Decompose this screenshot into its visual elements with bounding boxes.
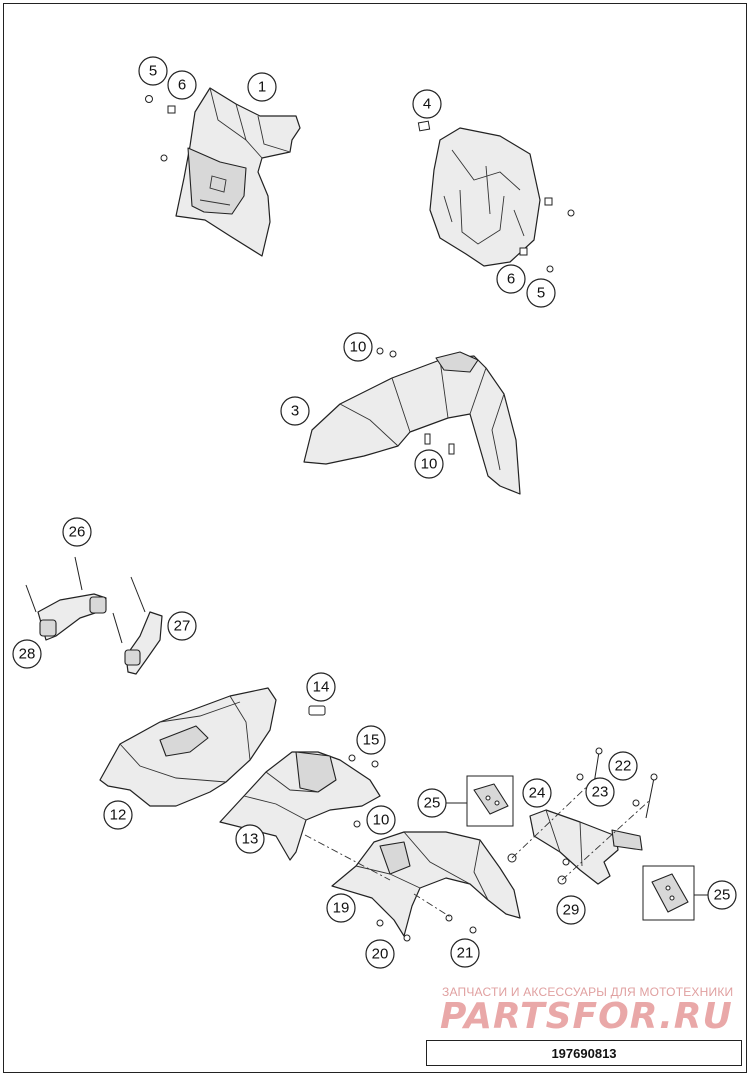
callout-4: 4 — [412, 89, 442, 119]
callout-6a: 6 — [167, 70, 197, 100]
callout-14: 14 — [306, 672, 336, 702]
callout-28: 28 — [12, 639, 42, 669]
license-plate-holder-part — [529, 809, 643, 885]
callout-20: 20 — [365, 939, 395, 969]
svg-text:10: 10 — [373, 812, 390, 829]
seat-part — [99, 687, 277, 807]
callout-27: 27 — [167, 611, 197, 641]
screws-10a — [376, 347, 397, 358]
svg-text:4: 4 — [423, 96, 431, 113]
pad-4 — [417, 120, 431, 132]
svg-text:26: 26 — [69, 524, 86, 541]
svg-text:3: 3 — [291, 403, 299, 420]
svg-text:5: 5 — [149, 63, 157, 80]
diagram-frame — [3, 3, 747, 1073]
callout-19: 19 — [326, 893, 356, 923]
handguard-left-part — [25, 556, 107, 641]
svg-text:6: 6 — [178, 77, 186, 94]
rear-fender-part — [331, 831, 521, 937]
callout-10c: 10 — [366, 805, 396, 835]
handguard-right-part — [112, 576, 163, 675]
callout-15: 15 — [356, 725, 386, 755]
svg-text:10: 10 — [421, 456, 438, 473]
screw-5b — [546, 265, 554, 273]
svg-text:21: 21 — [457, 945, 474, 962]
svg-text:19: 19 — [333, 900, 350, 917]
screw-21 — [445, 914, 477, 934]
callout-29: 29 — [556, 895, 586, 925]
callout-21: 21 — [450, 938, 480, 968]
headlight-mask-part — [175, 87, 301, 257]
watermark-tagline: ЗАПЧАСТИ И АКСЕССУАРЫ ДЛЯ МОТОТЕХНИКИ — [442, 985, 734, 999]
svg-text:15: 15 — [363, 732, 380, 749]
svg-text:23: 23 — [592, 784, 609, 801]
screws-10b — [424, 433, 455, 455]
grommet-14 — [308, 705, 326, 716]
callout-13: 13 — [235, 824, 265, 854]
callout-10a: 10 — [343, 332, 373, 362]
headlight-bracket-part — [429, 127, 541, 267]
reflector-box-25b — [642, 865, 695, 921]
svg-text:24: 24 — [529, 785, 546, 802]
svg-text:5: 5 — [537, 285, 545, 302]
svg-text:25: 25 — [714, 887, 731, 904]
nut-29 — [557, 858, 570, 885]
callout-10b: 10 — [414, 449, 444, 479]
callout-25a: 25 — [417, 788, 447, 818]
svg-text:10: 10 — [350, 339, 367, 356]
callout-22: 22 — [608, 751, 638, 781]
front-fender-part — [303, 351, 521, 495]
callout-1: 1 — [247, 72, 277, 102]
screw-20 — [376, 919, 411, 942]
diagram-code: 197690813 — [426, 1040, 742, 1066]
callout-12: 12 — [103, 800, 133, 830]
reflector-box-25a — [466, 775, 514, 827]
callout-23: 23 — [585, 777, 615, 807]
screw-5a — [145, 95, 153, 103]
screws-15 — [348, 754, 379, 768]
callout-5a: 5 — [138, 56, 168, 86]
rear-cover-part — [219, 751, 381, 861]
svg-text:1: 1 — [258, 79, 266, 96]
callout-25b: 25 — [707, 880, 737, 910]
watermark-brand: PARTSFOR.RU — [440, 996, 733, 1037]
svg-text:25: 25 — [424, 795, 441, 812]
clip-6a — [167, 105, 176, 114]
clip-bracket-top — [544, 197, 575, 217]
svg-text:22: 22 — [615, 758, 632, 775]
callout-26: 26 — [62, 517, 92, 547]
svg-text:28: 28 — [19, 646, 36, 663]
screw-near-mask — [160, 154, 168, 162]
screw-10c — [353, 820, 361, 828]
callout-5b: 5 — [526, 278, 556, 308]
svg-text:12: 12 — [110, 807, 127, 824]
callout-3: 3 — [280, 396, 310, 426]
callout-6b: 6 — [496, 264, 526, 294]
callout-24: 24 — [522, 778, 552, 808]
svg-text:6: 6 — [507, 271, 515, 288]
svg-text:27: 27 — [174, 618, 191, 635]
svg-text:14: 14 — [313, 679, 330, 696]
svg-text:13: 13 — [242, 831, 259, 848]
svg-text:29: 29 — [563, 902, 580, 919]
svg-text:20: 20 — [372, 946, 389, 963]
clip-6b — [519, 247, 528, 256]
